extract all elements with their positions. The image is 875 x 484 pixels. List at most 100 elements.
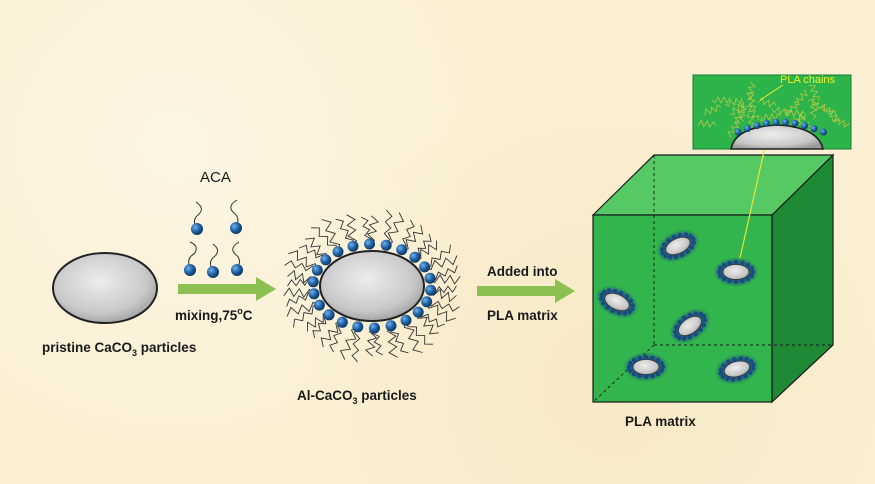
pla-chain — [697, 119, 717, 129]
particle-bead — [673, 324, 679, 330]
aca-bead — [307, 276, 319, 288]
pla-chain — [831, 116, 850, 128]
particle-bead — [733, 259, 739, 265]
particle-bead — [701, 322, 707, 328]
inset-bead — [810, 125, 818, 133]
particle-bead — [598, 296, 604, 302]
pla-chain — [745, 81, 756, 101]
embedded-particles — [595, 229, 760, 385]
particle-bead — [628, 368, 633, 373]
aca-bead — [347, 240, 359, 252]
aca-bead — [424, 272, 436, 284]
particle-bead — [655, 371, 661, 377]
particle-bead — [745, 276, 751, 282]
particle-bead — [749, 273, 754, 278]
particle-bead — [637, 374, 642, 379]
embedded-particle — [595, 285, 639, 319]
particle-bead — [628, 298, 634, 303]
aca-chain — [299, 244, 327, 261]
particle-bead — [602, 289, 607, 295]
particle-bead — [677, 335, 682, 341]
particle-bead — [737, 376, 742, 381]
particle-core — [722, 264, 750, 280]
particle-bead — [660, 250, 665, 256]
particle-core — [632, 359, 660, 375]
embedded-particle — [714, 353, 760, 385]
aca-bead — [385, 320, 397, 332]
particle-bead — [701, 314, 707, 319]
particle-bead — [720, 374, 726, 379]
aca-beads — [184, 222, 243, 278]
aca-chain — [310, 227, 339, 252]
particle-bead — [718, 367, 724, 372]
particle-bead — [718, 266, 723, 271]
particle-bead — [673, 254, 679, 260]
pla-chain — [808, 84, 821, 102]
pla-chain — [784, 109, 804, 118]
particle-bead — [750, 366, 756, 371]
inset-bead — [772, 118, 780, 126]
particle-bead — [689, 245, 695, 250]
particle-bead — [721, 262, 727, 268]
aca-bead — [313, 299, 325, 311]
particle-bead — [726, 359, 731, 364]
particle-bead — [631, 371, 637, 377]
aca-chain — [405, 320, 434, 345]
particle-bead — [672, 329, 678, 335]
aca-chain — [329, 321, 343, 353]
particle-bead — [727, 260, 732, 265]
aca-chain — [346, 214, 358, 247]
particle-bead — [619, 290, 624, 296]
al-caco3-beads — [307, 238, 437, 334]
embedded-particle — [713, 257, 759, 287]
particle-bead — [630, 302, 636, 308]
particle-bead — [624, 294, 629, 299]
al-caco3-label: Al-CaCO3 particles — [297, 388, 417, 406]
aca-label: ACA — [200, 169, 231, 186]
arrow-mixing — [178, 277, 276, 301]
particle-bead — [685, 249, 690, 254]
pla-chain — [794, 89, 808, 106]
particle-bead — [663, 253, 668, 259]
aca-chain — [320, 321, 343, 348]
particle-bead — [631, 357, 637, 363]
particle-bead — [702, 317, 708, 323]
aca-bead — [320, 254, 332, 266]
particle-bead — [748, 370, 753, 375]
aca-chain — [287, 269, 314, 284]
particle-bead — [667, 255, 673, 260]
particle-bead — [677, 232, 683, 238]
aca-chain — [426, 301, 456, 322]
particle-bead — [616, 310, 622, 316]
pla-chain — [818, 103, 837, 116]
aca-bead — [352, 321, 364, 333]
particle-bead — [643, 354, 649, 360]
embedded-particle — [623, 352, 669, 382]
particle-bead — [612, 288, 618, 294]
aca-bead — [419, 261, 431, 273]
inset-bead — [791, 119, 799, 127]
aca-chain — [306, 312, 330, 332]
particle-bead — [718, 371, 723, 376]
pla-chain — [711, 96, 731, 104]
inset-zoom — [692, 74, 852, 150]
particle-bead — [721, 276, 727, 282]
embedded-particle — [669, 307, 711, 345]
pla-matrix-arrow-label: PLA matrix — [487, 308, 558, 323]
pristine-particle — [52, 252, 158, 324]
inset-bead — [801, 122, 808, 130]
aca-chain — [283, 287, 315, 298]
particle-bead — [637, 355, 642, 360]
pla-chain — [785, 101, 800, 117]
particle-bead — [687, 312, 693, 317]
particle-bead — [698, 327, 703, 333]
particle-bead — [730, 377, 736, 382]
particle-bead — [600, 301, 606, 306]
particle-core — [723, 360, 751, 378]
aca-chain — [305, 237, 327, 260]
pla-chain — [763, 112, 782, 122]
aca-bead — [400, 314, 412, 326]
particle-bead — [733, 279, 739, 285]
particle-bead — [691, 240, 697, 246]
